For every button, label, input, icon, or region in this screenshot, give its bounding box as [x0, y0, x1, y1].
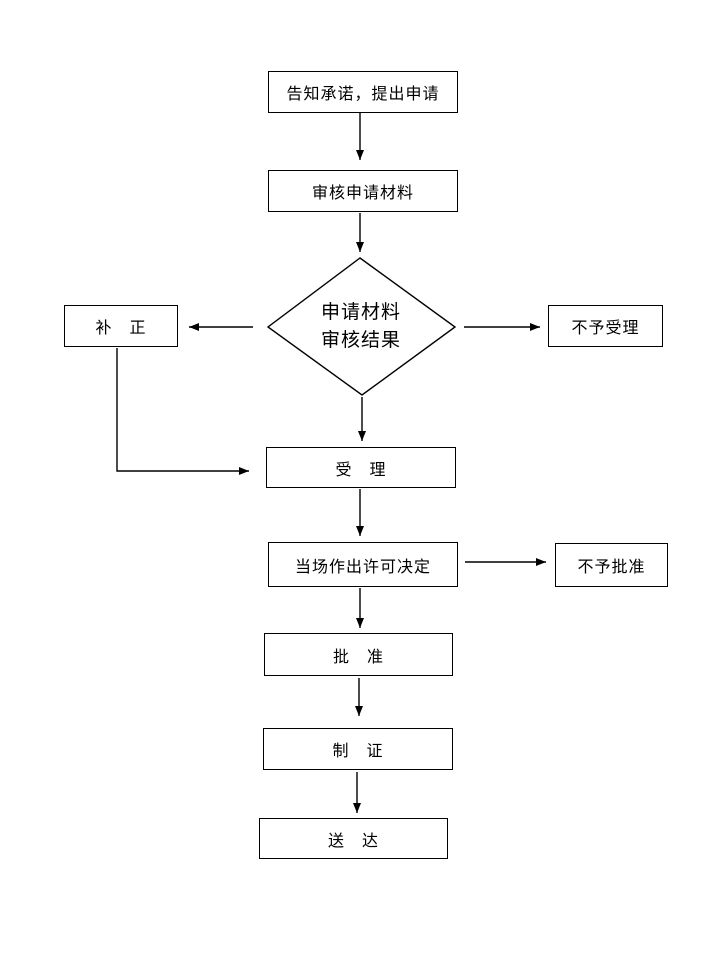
node-apply: 告知承诺，提出申请 — [268, 71, 458, 113]
node-decision-label: 申请材料 审核结果 — [280, 299, 442, 355]
node-reject-accept: 不予受理 — [548, 305, 663, 347]
node-reject-approve: 不予批准 — [555, 543, 668, 587]
node-deliver: 送 达 — [259, 818, 448, 859]
node-make-cert: 制 证 — [263, 728, 453, 770]
node-correction: 补 正 — [64, 305, 178, 347]
node-review: 审核申请材料 — [268, 170, 458, 212]
decision-label-line2: 审核结果 — [320, 330, 401, 351]
node-approve: 批 准 — [264, 633, 453, 676]
connector-correction-to-accept — [116, 348, 249, 475]
node-onsite-decision: 当场作出许可决定 — [268, 542, 458, 587]
decision-label-line1: 申请材料 — [320, 302, 401, 323]
node-accept: 受 理 — [266, 447, 456, 488]
decision-diamond-shape — [266, 257, 457, 396]
